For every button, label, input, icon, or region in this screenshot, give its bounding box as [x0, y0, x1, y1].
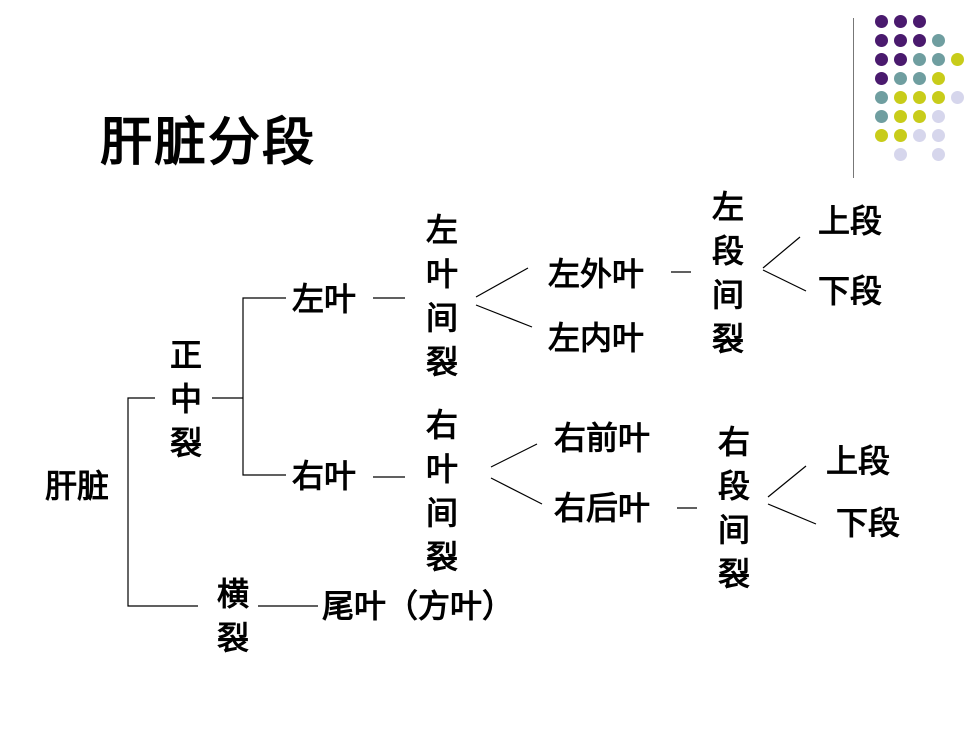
vertical-char: 横 — [216, 575, 249, 613]
lobe-bracket — [242, 297, 286, 476]
decorative-dot — [894, 72, 907, 85]
right-segment-fan-lower — [767, 503, 817, 525]
decorative-dot — [913, 129, 926, 142]
decorative-dot — [932, 53, 945, 66]
decorative-dot — [894, 110, 907, 123]
right-interlobar-fissure-label: 右叶间裂 — [422, 403, 462, 579]
vertical-char: 段 — [717, 467, 750, 505]
decorative-dot — [894, 148, 907, 161]
decorative-dot — [951, 91, 964, 104]
slide-title: 肝脏分段 — [100, 113, 317, 173]
vertical-char: 中 — [169, 380, 202, 418]
decorative-dot — [913, 72, 926, 85]
decorative-dot — [894, 15, 907, 28]
right-segment-fan-upper — [767, 465, 807, 498]
root-label: 肝脏 — [45, 467, 110, 505]
vertical-char: 裂 — [711, 320, 744, 358]
left-medial-lobe-label: 左内叶 — [548, 319, 645, 357]
decorative-dot — [932, 72, 945, 85]
decorative-dot — [932, 91, 945, 104]
vertical-char: 左 — [711, 188, 744, 226]
decorative-dot — [875, 53, 888, 66]
vertical-char: 间 — [425, 299, 458, 337]
vertical-char: 右 — [425, 406, 458, 444]
right-posterior-lobe-label: 右后叶 — [554, 489, 651, 527]
vertical-char: 叶 — [425, 255, 458, 293]
vertical-char: 裂 — [425, 343, 458, 381]
right-anterior-lobe-label: 右前叶 — [554, 419, 651, 457]
median-fissure-label: 正中裂 — [166, 333, 206, 465]
decorative-dot — [951, 53, 964, 66]
root-bracket — [127, 397, 198, 607]
right-fissure-fan-upper — [490, 443, 538, 468]
left-segment-fan-lower — [762, 269, 807, 292]
right-lobe-label: 右叶 — [292, 457, 357, 495]
decorative-dot — [913, 15, 926, 28]
right-upper-segment-label: 上段 — [826, 442, 891, 480]
left-lower-segment-label: 下段 — [818, 272, 883, 310]
vertical-char: 间 — [711, 276, 744, 314]
vertical-char: 叶 — [425, 450, 458, 488]
decorative-dot — [913, 110, 926, 123]
decorative-dot — [875, 15, 888, 28]
decorative-divider-line — [853, 18, 854, 178]
vertical-char: 裂 — [717, 555, 750, 593]
caudate-lobe-label: 尾叶（方叶） — [322, 587, 515, 625]
right-lower-segment-label: 下段 — [836, 504, 901, 542]
vertical-char: 右 — [717, 423, 750, 461]
decorative-dot — [894, 129, 907, 142]
right-fissure-fan-lower — [490, 477, 543, 505]
vertical-char: 间 — [717, 511, 750, 549]
left-fissure-fan-lower — [475, 304, 533, 328]
decorative-dot — [932, 129, 945, 142]
vertical-char: 正 — [169, 336, 202, 374]
left-upper-segment-label: 上段 — [818, 202, 883, 240]
transverse-fissure-label: 横裂 — [213, 572, 253, 660]
decorative-dot — [913, 53, 926, 66]
decorative-dot — [875, 72, 888, 85]
left-fissure-fan-upper — [475, 267, 529, 298]
vertical-char: 段 — [711, 232, 744, 270]
decorative-dot — [932, 34, 945, 47]
decorative-dot — [932, 110, 945, 123]
decorative-dot — [894, 53, 907, 66]
left-segmental-fissure-label: 左段间裂 — [708, 185, 748, 361]
left-interlobar-fissure-label: 左叶间裂 — [422, 208, 462, 384]
decorative-dot — [894, 91, 907, 104]
vertical-char: 裂 — [169, 424, 202, 462]
decorative-dot — [875, 110, 888, 123]
vertical-char: 裂 — [425, 538, 458, 576]
decorative-dot — [894, 34, 907, 47]
decorative-dot — [875, 34, 888, 47]
vertical-char: 裂 — [216, 619, 249, 657]
decorative-dot — [913, 34, 926, 47]
decorative-dot — [913, 91, 926, 104]
decorative-dot — [875, 129, 888, 142]
right-segmental-fissure-label: 右段间裂 — [714, 420, 754, 596]
vertical-char: 左 — [425, 211, 458, 249]
decorative-dot — [932, 148, 945, 161]
vertical-char: 间 — [425, 494, 458, 532]
left-lateral-lobe-label: 左外叶 — [548, 255, 645, 293]
left-segment-fan-upper — [762, 236, 801, 269]
left-lobe-label: 左叶 — [292, 280, 357, 318]
decorative-dot — [875, 91, 888, 104]
